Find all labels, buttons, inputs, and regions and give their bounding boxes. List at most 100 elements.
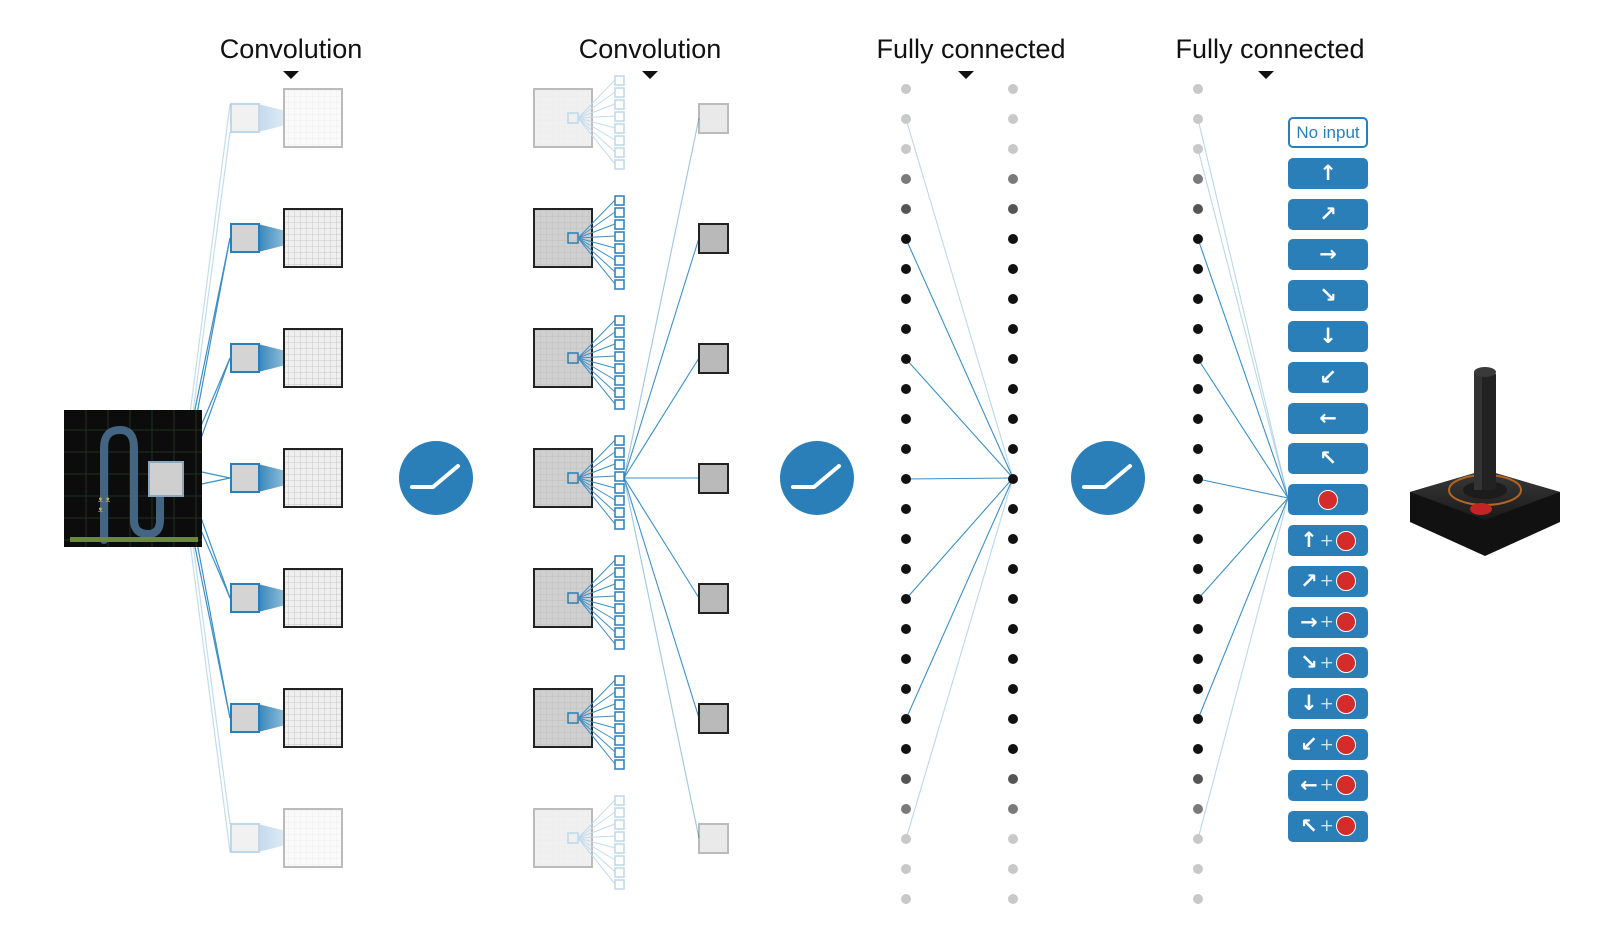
- edge: [577, 357, 616, 381]
- action-output: ↗+: [1288, 565, 1368, 597]
- edge: [905, 477, 1014, 720]
- plus-sign: +: [1319, 571, 1334, 592]
- plus-sign: +: [1319, 734, 1334, 755]
- fully-connected-nodes: [901, 84, 1203, 904]
- fire-button-icon: [1335, 775, 1356, 796]
- neuron-node: [901, 414, 911, 424]
- edge: [577, 331, 616, 359]
- neuron-node: [1193, 414, 1203, 424]
- filter-unit: [614, 351, 625, 362]
- edge: [182, 487, 231, 853]
- conv1-filter-group: [230, 688, 343, 748]
- neuron-node: [1008, 654, 1018, 664]
- neuron-node: [901, 744, 911, 754]
- filter-unit: [614, 267, 625, 278]
- neuron-node: [1193, 294, 1203, 304]
- filter-kernel: [230, 703, 260, 733]
- relu-activation-icon: [780, 441, 854, 515]
- neuron-node: [901, 144, 911, 154]
- edge: [577, 237, 616, 261]
- filter-unit: [614, 735, 625, 746]
- arrow-icon: ↑: [1319, 160, 1337, 185]
- edge: [577, 199, 616, 239]
- action-output: ←: [1288, 402, 1368, 434]
- edge: [577, 703, 616, 719]
- neuron-node: [901, 834, 911, 844]
- arrow-icon: ←: [1300, 772, 1318, 797]
- neuron-node: [901, 504, 911, 514]
- neuron-node: [1008, 624, 1018, 634]
- neuron-node: [901, 204, 911, 214]
- filter-unit: [614, 195, 625, 206]
- action-output: ↓+: [1288, 688, 1368, 720]
- filter-unit: [614, 99, 625, 110]
- neuron-node: [901, 294, 911, 304]
- neuron-node: [901, 564, 911, 574]
- feature-map-grid: [283, 88, 343, 148]
- neuron-node: [1008, 714, 1018, 724]
- title-pointer: [1258, 71, 1274, 79]
- edge: [1197, 148, 1289, 499]
- filter-unit: [614, 243, 625, 254]
- edge: [905, 477, 1014, 840]
- neuron-node: [1193, 444, 1203, 454]
- conv1-filter-group: [230, 88, 343, 148]
- conv2-filter-group: [533, 315, 729, 410]
- joystick-icon: [1410, 367, 1560, 556]
- neuron-node: [901, 624, 911, 634]
- neuron-node: [1008, 144, 1018, 154]
- conv2-filter-group: [533, 555, 729, 650]
- filter-unit: [614, 495, 625, 506]
- edge: [623, 357, 700, 479]
- neuron-node: [1193, 714, 1203, 724]
- filter-unit: [614, 111, 625, 122]
- edge: [577, 211, 616, 239]
- neuron-node: [1008, 84, 1018, 94]
- fc2-title: Fully connected: [1175, 34, 1365, 64]
- conv2-title: Convolution: [578, 34, 722, 64]
- edge: [577, 477, 616, 501]
- neuron-node: [1008, 324, 1018, 334]
- action-output: ←+: [1288, 769, 1368, 801]
- arrow-icon: ↗: [1319, 201, 1337, 226]
- filter-unit: [614, 843, 625, 854]
- filter-unit: [614, 207, 625, 218]
- neuron-node: [1008, 504, 1018, 514]
- feature-map-grid: [283, 448, 343, 508]
- edge: [1197, 478, 1289, 499]
- filter-unit: [614, 327, 625, 338]
- neuron-node: [1008, 264, 1018, 274]
- filter-unit: [614, 87, 625, 98]
- fire-button-icon: [1335, 816, 1356, 837]
- svg-text:ᴥ ᴥ: ᴥ ᴥ: [98, 495, 110, 504]
- edge: [1197, 358, 1289, 499]
- filter-kernel: [230, 823, 260, 853]
- conv2-filter-group: [533, 675, 729, 770]
- filter-unit: [614, 483, 625, 494]
- filter-unit: [614, 639, 625, 650]
- edge: [577, 343, 616, 359]
- neuron-node: [1193, 384, 1203, 394]
- plus-sign: +: [1319, 693, 1334, 714]
- neuron-node: [1193, 324, 1203, 334]
- edge: [577, 355, 616, 359]
- title-pointer: [642, 71, 658, 79]
- action-output: ↖: [1288, 443, 1368, 475]
- neuron-node: [901, 684, 911, 694]
- neuron-node: [1193, 834, 1203, 844]
- edge: [577, 595, 616, 599]
- filter-kernel: [230, 463, 260, 493]
- fire-button-icon: [1335, 734, 1356, 755]
- feature-map-grid: [283, 808, 343, 868]
- edge: [577, 477, 616, 525]
- neuron-node: [901, 354, 911, 364]
- fire-button-icon: [1335, 693, 1356, 714]
- edge: [577, 679, 616, 719]
- edge: [577, 559, 616, 599]
- edge: [1197, 497, 1289, 600]
- neuron-node: [901, 474, 911, 484]
- neuron-node: [1193, 564, 1203, 574]
- neuron-node: [1193, 894, 1203, 904]
- filter-unit: [614, 375, 625, 386]
